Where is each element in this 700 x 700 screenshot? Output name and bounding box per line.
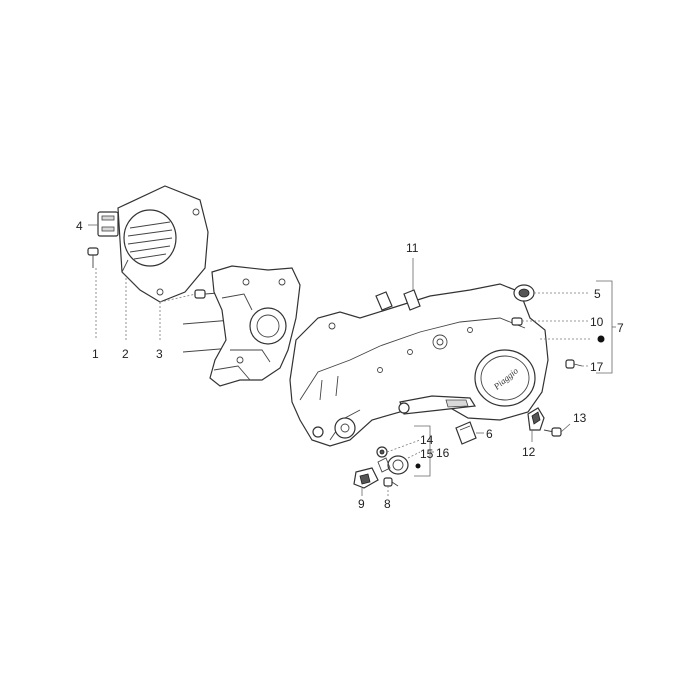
part-11-dowels <box>375 289 421 311</box>
part-1-screw <box>87 247 99 268</box>
part-15-plug <box>377 455 409 475</box>
cylinder-housing <box>209 265 301 387</box>
callout-2: 2 <box>122 347 129 361</box>
part-4-pads <box>97 211 119 237</box>
bullet-dot <box>597 335 605 343</box>
callout-1: 1 <box>92 347 99 361</box>
part-13-bolt <box>543 427 562 437</box>
leader-lines <box>88 224 616 496</box>
bullet-dot <box>415 463 421 469</box>
callout-17: 17 <box>590 360 604 374</box>
callout-15: 15 <box>420 447 434 461</box>
part-12-clamp <box>527 407 545 431</box>
callout-9: 9 <box>358 497 365 511</box>
part-14-washer <box>376 446 388 458</box>
callout-3: 3 <box>156 347 163 361</box>
callout-13: 13 <box>573 411 587 425</box>
callout-16: 16 <box>436 446 450 460</box>
crankcase-main: Piaggio <box>289 283 549 447</box>
callout-10: 10 <box>590 315 604 329</box>
callout-labels: 4 1 2 3 11 5 10 7 17 6 12 13 14 15 16 9 … <box>76 219 624 511</box>
callout-12: 12 <box>522 445 536 459</box>
part-5-seal <box>513 284 535 302</box>
callout-6: 6 <box>486 427 493 441</box>
callout-7: 7 <box>617 321 624 335</box>
callout-8: 8 <box>384 497 391 511</box>
callout-4: 4 <box>76 219 83 233</box>
part-6-bracket <box>455 421 477 445</box>
callout-5: 5 <box>594 287 601 301</box>
callout-11: 11 <box>406 241 419 255</box>
part-17-bolt <box>565 359 583 369</box>
part-8-bolt <box>383 477 399 487</box>
part-10-plug <box>511 317 523 326</box>
callout-14: 14 <box>420 433 434 447</box>
part-2-fan-cover <box>117 185 209 303</box>
part-9-clip <box>353 467 379 489</box>
